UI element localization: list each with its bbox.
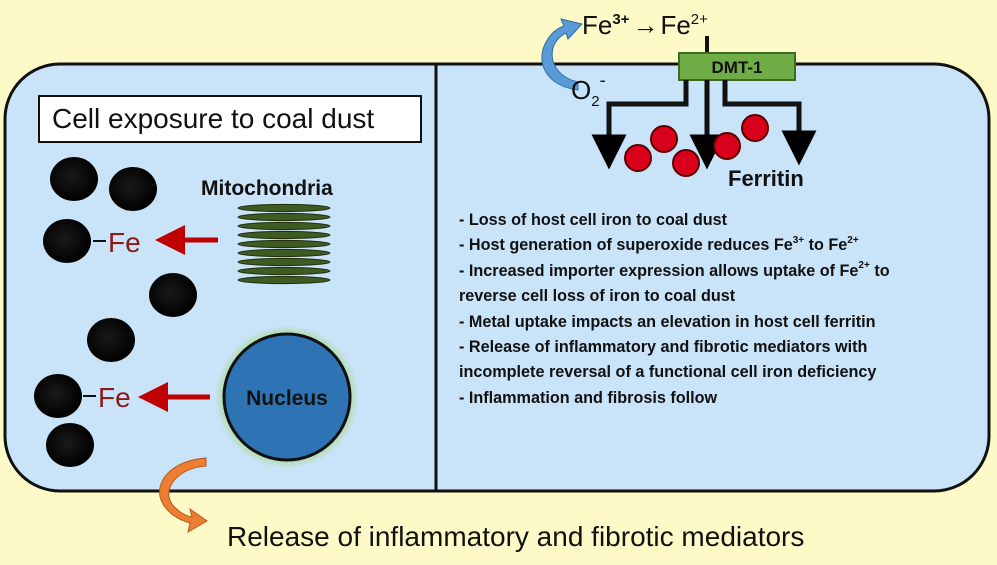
- mechanism-item: - Loss of host cell iron to coal dust: [459, 211, 728, 229]
- iron-label: Fe: [98, 382, 131, 413]
- coal-dust-particle: [109, 167, 157, 211]
- title-box: [38, 95, 422, 143]
- mechanism-item-continued: incomplete reversal of a functional cell…: [459, 363, 877, 382]
- mechanism-list: - Loss of host cell iron to coal dust - …: [459, 208, 979, 411]
- ferritin-particle: [650, 125, 678, 153]
- nucleus-label: Nucleus: [246, 387, 328, 410]
- mitochondria-label: Mitochondria: [201, 177, 333, 200]
- dmt1-label: DMT-1: [712, 58, 763, 77]
- coal-dust-particle: [149, 273, 197, 317]
- ferritin-particle: [624, 144, 652, 172]
- iron-label: Fe: [108, 227, 141, 258]
- panel-title: Cell exposure to coal dust: [52, 103, 374, 134]
- mechanism-item-continued: reverse cell loss of iron to coal dust: [459, 287, 736, 306]
- coal-dust-particle: [87, 318, 135, 362]
- mechanism-item: - Increased importer expression allows u…: [459, 260, 890, 280]
- release-caption: Release of inflammatory and fibrotic med…: [227, 521, 804, 552]
- ferritin-particle: [741, 114, 769, 142]
- coal-dust-particle: [46, 423, 94, 467]
- superoxide-label: O2-: [571, 70, 606, 110]
- release-arrow: [159, 457, 208, 534]
- mechanism-item: - Metal uptake impacts an elevation in h…: [459, 312, 876, 331]
- coal-dust-particle: [50, 157, 98, 201]
- coal-dust-particle: [43, 219, 91, 263]
- nucleus: [222, 332, 352, 462]
- mechanism-item: - Inflammation and fibrosis follow: [459, 388, 718, 407]
- import-arrow-left: [591, 80, 689, 170]
- mechanism-item: - Release of inflammatory and fibrotic m…: [459, 338, 868, 357]
- ferritin-particles: [624, 114, 769, 177]
- ferritin-particle: [672, 149, 700, 177]
- import-arrow-right: [722, 80, 817, 166]
- ferritin-label: Ferritin: [728, 166, 804, 191]
- mechanism-item: - Host generation of superoxide reduces …: [459, 235, 859, 255]
- iron-reduction-equation: Fe3+→Fe2+: [582, 10, 708, 40]
- mitochondria: [237, 203, 331, 285]
- coal-dust-particle: [34, 374, 82, 418]
- ferritin-particle: [713, 132, 741, 160]
- superoxide-arrow: [541, 18, 583, 91]
- dmt1-transporter: [678, 52, 796, 81]
